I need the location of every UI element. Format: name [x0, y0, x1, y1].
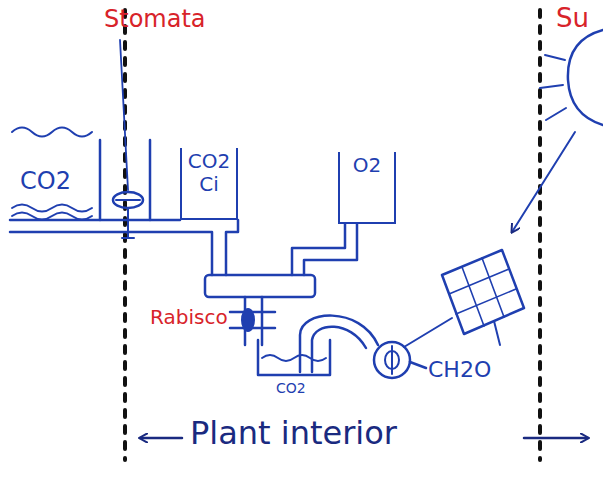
plunger — [261, 297, 264, 345]
pipe — [292, 224, 345, 275]
small-tank — [258, 340, 330, 375]
output-pipe — [410, 362, 426, 368]
stomata-valve — [127, 208, 129, 238]
reservoir-wall — [99, 140, 102, 220]
boundary-line — [538, 10, 542, 460]
pipe — [10, 232, 212, 275]
solar-panel — [442, 250, 524, 334]
air-wave — [12, 128, 92, 137]
sun — [568, 30, 603, 125]
tank-text: Ci — [182, 173, 236, 196]
pipe — [10, 219, 180, 222]
stomata-valve — [116, 199, 140, 201]
air-wave — [12, 205, 92, 212]
pipe — [304, 224, 357, 275]
wire — [404, 318, 452, 347]
pipe — [226, 220, 238, 275]
product-label: CH2O — [428, 358, 491, 382]
gas-tank: CO2Ci — [180, 148, 238, 220]
solar-panel-grid — [449, 258, 516, 326]
pipe — [300, 316, 378, 372]
gas-label: CO2 — [276, 381, 306, 396]
tank-text: CO2 — [182, 150, 236, 173]
enzyme-label: Rabisco — [150, 306, 228, 328]
air-wave — [12, 213, 92, 220]
tank-text: O2 — [340, 154, 394, 177]
span-arrow — [140, 437, 182, 440]
span-arrow — [524, 437, 588, 440]
leader-line — [120, 40, 128, 190]
pipe — [312, 327, 366, 372]
gas-tank: O2 — [338, 152, 396, 224]
solar-panel-stand — [494, 321, 500, 345]
gas-label: CO2 — [20, 168, 71, 194]
sun-ray — [540, 55, 566, 120]
sun-label: Su — [556, 4, 589, 33]
small-tank-water — [262, 355, 326, 361]
stomata-valve — [113, 192, 143, 208]
rubisco-knob — [242, 309, 254, 331]
boundary-line — [123, 10, 127, 460]
pump-body — [205, 275, 315, 297]
stomata-label: Stomata — [104, 6, 206, 32]
sunlight-arrow — [512, 132, 575, 232]
region-label: Plant interior — [190, 416, 397, 451]
reservoir-wall — [149, 140, 152, 220]
motor — [391, 346, 393, 374]
stomata-valve — [122, 237, 134, 239]
